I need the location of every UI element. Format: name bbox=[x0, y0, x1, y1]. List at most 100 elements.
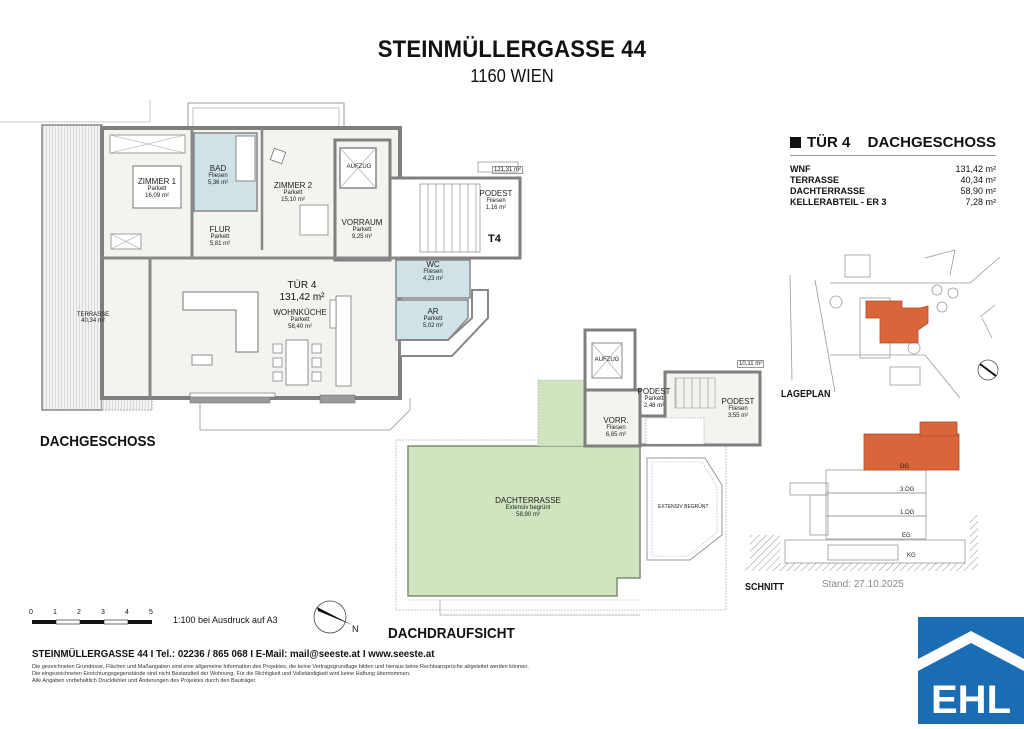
area-value: 58,90 m² bbox=[960, 186, 996, 196]
scale-bar: 0 1 2 3 4 5 bbox=[29, 609, 161, 619]
room-bad: BAD Fliesen 5,36 m² bbox=[200, 164, 236, 186]
roof-area-tag: 10,11 m² bbox=[737, 360, 765, 369]
level-label: EG bbox=[902, 533, 911, 539]
scale-tick: 3 bbox=[101, 609, 105, 616]
section-label-dachdraufsicht: DACHDRAUFSICHT bbox=[388, 625, 515, 642]
area-value: 7,28 m² bbox=[965, 197, 996, 207]
room-podest-3: PODEST Fliesen 3,55 m² bbox=[718, 397, 758, 419]
area-row-dachterrasse: DACHTERRASSE 58,90 m² bbox=[790, 186, 996, 197]
room-name: WOHNKÜCHE bbox=[273, 308, 327, 317]
room-area: 4,23 m² bbox=[422, 275, 444, 282]
room-name: VORRAUM bbox=[341, 218, 383, 227]
room-name: ZIMMER 1 bbox=[137, 177, 177, 186]
unit-summary-header: TÜR 4 DACHGESCHOSS bbox=[790, 134, 996, 156]
scale-text: 1:100 bei Ausdruck auf A3 bbox=[173, 615, 278, 625]
room-name: PODEST bbox=[721, 397, 755, 406]
room-area: 2,48 m² bbox=[643, 402, 665, 409]
room-area: 5,36 m² bbox=[207, 179, 229, 186]
area-row-kellerabteil: KELLERABTEIL - ER 3 7,28 m² bbox=[790, 197, 996, 208]
room-area: 1,16 m² bbox=[485, 204, 507, 211]
room-area: 58,90 m² bbox=[516, 511, 540, 518]
house-logo-icon: EHL bbox=[918, 617, 1024, 724]
room-area: 5,81 m² bbox=[209, 240, 231, 247]
ehl-logo: EHL bbox=[918, 617, 1024, 724]
room-wohnkueche: WOHNKÜCHE Parkett 58,40 m² bbox=[270, 308, 330, 330]
elevator-label: AUFZUG bbox=[346, 164, 372, 170]
footer-contact: STEINMÜLLERGASSE 44 I Tel.: 02236 / 865 … bbox=[32, 648, 435, 660]
room-area: 58,40 m² bbox=[288, 323, 312, 330]
area-tag: 121,31 m² bbox=[492, 166, 524, 175]
room-area: 9,25 m² bbox=[351, 233, 373, 240]
disclaimer-line: Die gezeichneten Grundrisse, Flächen und… bbox=[32, 664, 529, 670]
room-name: DACHTERRASSE bbox=[495, 496, 561, 505]
room-vorr: VORR. Fliesen 6,65 m² bbox=[598, 416, 634, 438]
stair-label: T4 bbox=[488, 233, 501, 245]
room-floor: Parkett bbox=[147, 186, 167, 193]
page-subtitle: 1160 WIEN bbox=[470, 66, 554, 86]
room-podest-2: PODEST Parkett 2,48 m² bbox=[634, 387, 674, 409]
room-floor: Extensiv begrünt bbox=[505, 505, 551, 512]
room-area: 40,34 m² bbox=[81, 318, 105, 325]
level-label: KG bbox=[907, 553, 916, 559]
room-name: VORR. bbox=[603, 416, 629, 425]
stand-date: Stand: 27.10.2025 bbox=[822, 579, 904, 590]
scale-tick: 0 bbox=[29, 609, 33, 616]
area-label: WNF bbox=[790, 164, 811, 174]
area-label: DACHTERRASSE bbox=[790, 186, 866, 196]
scale-tick: 1 bbox=[53, 609, 57, 616]
svg-text:N: N bbox=[352, 624, 359, 634]
room-wc: WC Fliesen 4,23 m² bbox=[418, 260, 448, 282]
room-area: 16,09 m² bbox=[145, 192, 169, 199]
room-zimmer-1: ZIMMER 1 Parkett 16,09 m² bbox=[133, 177, 181, 199]
area-value: 131,42 m² bbox=[955, 164, 996, 174]
level-label: DG bbox=[900, 464, 909, 470]
section-view-label: SCHNITT bbox=[745, 582, 785, 593]
room-terrasse: TERRASSE 40,34 m² bbox=[70, 312, 116, 325]
room-name: PODEST bbox=[479, 189, 513, 198]
roof-elevator-label: AUFZUG bbox=[594, 357, 620, 363]
unit-area-list: WNF 131,42 m² TERRASSE 40,34 m² DACHTERR… bbox=[790, 164, 996, 208]
room-floor: Parkett bbox=[210, 234, 230, 241]
disclaimer: Die gezeichneten Grundrisse, Flächen und… bbox=[32, 664, 912, 685]
room-floor: Parkett bbox=[283, 190, 303, 197]
room-name: TERRASSE bbox=[76, 312, 110, 318]
room-name: WC bbox=[426, 260, 440, 269]
room-floor: Fliesen bbox=[208, 173, 228, 180]
area-label: TERRASSE bbox=[790, 175, 840, 185]
scale-tick: 5 bbox=[149, 609, 153, 616]
room-floor: Parkett bbox=[290, 317, 310, 324]
site-plan-label: LAGEPLAN bbox=[781, 389, 831, 400]
room-floor: Parkett bbox=[423, 316, 443, 323]
square-bullet-icon bbox=[790, 137, 801, 148]
area-row-wnf: WNF 131,42 m² bbox=[790, 164, 996, 175]
area-row-terrasse: TERRASSE 40,34 m² bbox=[790, 175, 996, 186]
room-floor: Parkett bbox=[352, 227, 372, 234]
unit-area: 131,42 m² bbox=[279, 292, 325, 303]
room-podest: PODEST Fliesen 1,16 m² bbox=[476, 189, 516, 211]
room-area: 3,55 m² bbox=[727, 412, 749, 419]
disclaimer-line: Alle Angaben vorbehaltlich Druckfehler u… bbox=[32, 678, 257, 684]
room-floor: Fliesen bbox=[728, 406, 748, 413]
extensive-green-label: EXTENSIV BEGRÜNT bbox=[658, 504, 709, 510]
unit-floor: DACHGESCHOSS bbox=[867, 134, 996, 151]
room-zimmer-2: ZIMMER 2 Parkett 15,10 m² bbox=[268, 181, 318, 203]
room-area: 6,65 m² bbox=[605, 431, 627, 438]
room-dachterrasse: DACHTERRASSE Extensiv begrünt 58,90 m² bbox=[480, 496, 576, 518]
unit-door: TÜR 4 bbox=[807, 134, 851, 151]
room-name: FLUR bbox=[209, 225, 231, 234]
scale-tick: 2 bbox=[77, 609, 81, 616]
room-name: AR bbox=[427, 307, 439, 316]
room-name: BAD bbox=[209, 164, 227, 173]
level-label: 3.OG bbox=[900, 487, 915, 493]
room-vorraum: VORRAUM Parkett 9,25 m² bbox=[336, 218, 388, 240]
scale-tick: 4 bbox=[125, 609, 129, 616]
level-label: 1.OG bbox=[900, 510, 915, 516]
room-area: 15,10 m² bbox=[281, 196, 305, 203]
section-label-dachgeschoss: DACHGESCHOSS bbox=[40, 433, 156, 450]
unit-summary: TÜR 4 DACHGESCHOSS WNF 131,42 m² TERRASS… bbox=[790, 134, 996, 208]
room-name: ZIMMER 2 bbox=[273, 181, 313, 190]
room-floor: Fliesen bbox=[486, 198, 506, 205]
page-title: STEINMÜLLERGASSE 44 bbox=[377, 36, 647, 63]
room-floor: Fliesen bbox=[423, 269, 443, 276]
